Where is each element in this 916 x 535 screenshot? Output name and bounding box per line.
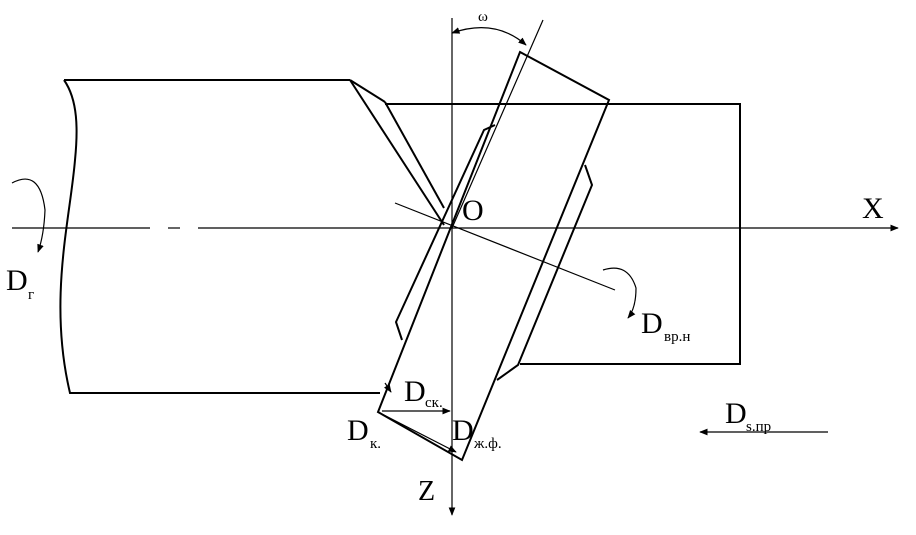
label-d-sk: D ск. [404,375,443,411]
svg-text:ж.ф.: ж.ф. [473,436,502,452]
tool-blade [376,50,611,462]
chamfer-line-upper [349,79,445,226]
label-d-vr-n: D вр.н [641,307,690,345]
tool-holder-outline [385,103,741,365]
svg-text:вр.н: вр.н [664,329,690,345]
origin-label: O [462,194,484,227]
tool-axis-line [451,19,544,229]
svg-text:D: D [725,397,747,430]
edge-line-dk [377,411,457,453]
svg-text:D: D [347,414,369,447]
svg-text:D: D [404,375,426,408]
svg-text:к.: к. [370,436,381,452]
label-d-s-pr: D s.пр [725,397,771,435]
tool-rail-right [496,164,594,381]
rotation-arrow-dg [11,178,46,253]
svg-text:s.пр: s.пр [746,419,771,435]
svg-text:ск.: ск. [425,395,443,411]
z-axis-label: Z [418,476,435,507]
label-d-g: D г [6,264,34,303]
omega-angle-arc [451,27,527,46]
svg-text:D: D [6,264,28,297]
x-axis-label: X [862,192,884,225]
workpiece-outline [59,79,380,394]
normal-line [394,202,616,291]
svg-text:D: D [452,414,474,447]
label-d-k: D к. [347,414,381,452]
omega-label: ω [478,9,488,25]
chamfer-line-inner [384,101,445,209]
chamfer-line-lower [349,79,386,103]
svg-text:г: г [28,287,34,303]
arrow-corner [384,382,392,393]
rotation-arrow-dvrn [602,267,637,319]
tool-rail-left [394,124,496,341]
svg-text:D: D [641,307,663,340]
label-d-zh-f: D ж.ф. [452,414,502,452]
